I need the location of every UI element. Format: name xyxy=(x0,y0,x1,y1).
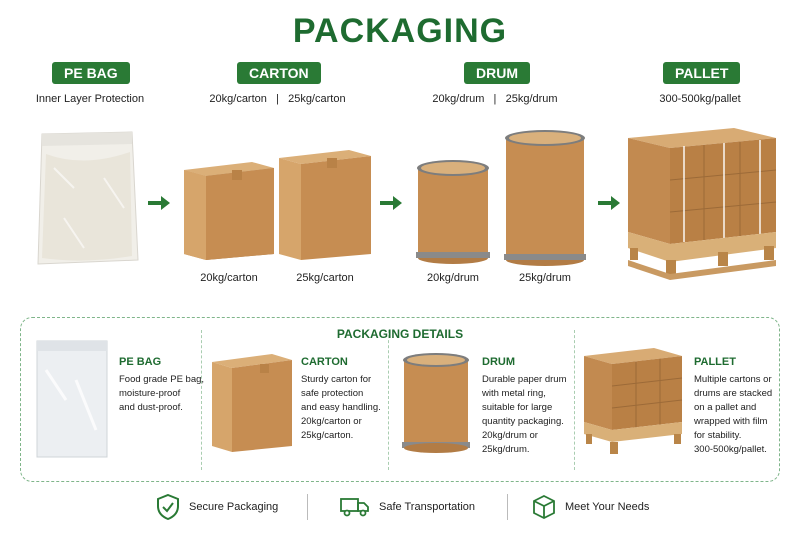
detail-heading-pallet: PALLET xyxy=(694,356,736,368)
drum-25kg-caption: 25kg/drum xyxy=(519,272,571,284)
packaging-details-title: PACKAGING DETAILS xyxy=(336,327,464,341)
detail-heading-drum: DRUM xyxy=(482,356,515,368)
arrow-right-icon xyxy=(598,196,620,210)
stage-label-carton: CARTON xyxy=(237,62,321,84)
footer-meet-your-needs: Meet Your Needs xyxy=(565,501,650,513)
stage-subtitle-pe-bag: Inner Layer Protection xyxy=(35,93,145,105)
packaging-details-panel xyxy=(20,317,780,482)
drum-20kg-image xyxy=(416,160,490,264)
stage-label-pallet: PALLET xyxy=(663,62,741,84)
drum-thumbnail xyxy=(402,353,470,453)
detail-text-carton: Sturdy carton for safe protection and ea… xyxy=(301,374,381,441)
divider xyxy=(574,330,575,470)
carton-thumbnail xyxy=(212,354,292,452)
stage-subtitle-carton: 20kg/carton | 25kg/carton xyxy=(209,93,346,105)
box-icon xyxy=(533,495,555,519)
footer-safe-transportation: Safe Transportation xyxy=(379,501,476,513)
pe-bag-image xyxy=(37,131,139,265)
carton-25kg-image xyxy=(279,150,371,260)
footer-divider xyxy=(507,494,508,520)
stage-subtitle-drum: 20kg/drum | 25kg/drum xyxy=(432,93,558,105)
footer-divider xyxy=(307,494,308,520)
pe-bag-thumbnail xyxy=(36,340,108,458)
carton-20kg-image xyxy=(184,162,274,260)
carton-20kg-caption: 20kg/carton xyxy=(200,272,258,284)
carton-25kg-caption: 25kg/carton xyxy=(296,272,354,284)
stage-label-drum: DRUM xyxy=(464,62,530,84)
divider xyxy=(201,330,202,470)
pallet-thumbnail xyxy=(584,348,683,454)
detail-text-pallet: Multiple cartons or drums are stacked on… xyxy=(694,374,773,455)
pallet-image xyxy=(628,128,777,280)
page-title: PACKAGING xyxy=(292,12,508,50)
footer-secure-packaging: Secure Packaging xyxy=(189,501,279,513)
detail-heading-pe-bag: PE BAG xyxy=(119,356,162,368)
truck-icon xyxy=(340,498,369,517)
stage-label-pe-bag: PE BAG xyxy=(52,62,130,84)
arrow-right-icon xyxy=(380,196,402,210)
shield-check-icon xyxy=(157,494,179,520)
arrow-right-icon xyxy=(148,196,170,210)
stage-subtitle-pallet: 300-500kg/pallet xyxy=(659,93,741,105)
detail-heading-carton: CARTON xyxy=(301,356,348,368)
detail-text-pe-bag: Food grade PE bag, moisture-proof and du… xyxy=(119,374,205,413)
drum-25kg-image xyxy=(504,130,586,266)
detail-text-drum: Durable paper drum with metal ring, suit… xyxy=(482,374,567,455)
divider xyxy=(388,330,389,470)
drum-20kg-caption: 20kg/drum xyxy=(427,272,479,284)
